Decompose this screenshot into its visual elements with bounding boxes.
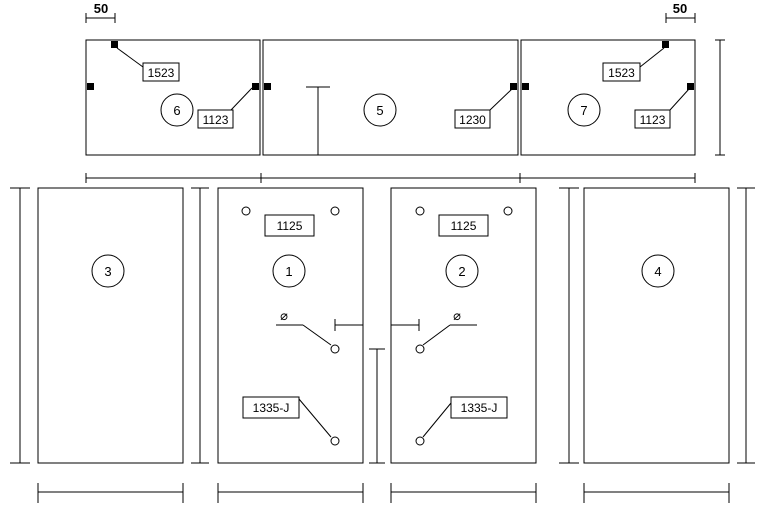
panel-6-number: 6 [173, 103, 180, 118]
drill-hole [330, 344, 340, 354]
drill-hole [415, 344, 425, 354]
drill-hole [330, 436, 340, 446]
panel-5-label-1230: 1230 [459, 113, 486, 127]
panel-6-label-1123: 1123 [203, 113, 229, 127]
dimension-top-row-widths [85, 173, 696, 183]
panel-2-handle-symbol: ⌀ [453, 308, 461, 323]
panel-5: 1230 5 [262, 39, 519, 156]
dimension-right-label: 50 [673, 1, 687, 16]
panel-7: 1523 1123 7 [520, 39, 696, 156]
drill-hole [503, 206, 513, 216]
hardware-marker [87, 83, 94, 90]
hardware-marker [522, 83, 529, 90]
hardware-marker [111, 41, 118, 48]
panel-7-number: 7 [580, 103, 587, 118]
panel-3: 3 [10, 187, 209, 503]
panel-6: 1523 1123 6 [85, 39, 261, 156]
dimension-left-50 [85, 13, 116, 23]
panel-1-handle-symbol: ⌀ [280, 308, 288, 323]
dimension-left-label: 50 [94, 1, 108, 16]
hardware-marker [264, 83, 271, 90]
panel-2-label-1125: 1125 [451, 219, 477, 233]
panel-4: 4 [559, 187, 755, 503]
panel-2-label-1335j: 1335-J [461, 401, 498, 415]
panel-2: 1125 2 ⌀ 1335-J [390, 187, 537, 503]
panel-5-number: 5 [376, 103, 383, 118]
panel-1-label-1125: 1125 [277, 219, 303, 233]
dimension-center-gap [369, 348, 385, 464]
panel-7-label-1123: 1123 [640, 113, 666, 127]
panel-1-number: 1 [285, 264, 292, 279]
drill-hole [415, 436, 425, 446]
hardware-marker [662, 41, 669, 48]
panel-1: 1125 1 ⌀ 1335-J [217, 187, 364, 503]
panel-1-label-1335j: 1335-J [253, 401, 290, 415]
drill-hole [241, 206, 251, 216]
panel-2-number: 2 [458, 264, 465, 279]
panel-3-number: 3 [104, 264, 111, 279]
panel-7-label-1523: 1523 [608, 66, 635, 80]
hardware-marker [687, 83, 694, 90]
hardware-marker [252, 83, 259, 90]
panel-4-number: 4 [654, 264, 661, 279]
dimension-right-50 [665, 13, 696, 23]
dimension-top-row-height [715, 39, 725, 156]
drill-hole [415, 206, 425, 216]
hardware-marker [510, 83, 517, 90]
panel-6-label-1523: 1523 [148, 66, 175, 80]
drill-hole [330, 206, 340, 216]
